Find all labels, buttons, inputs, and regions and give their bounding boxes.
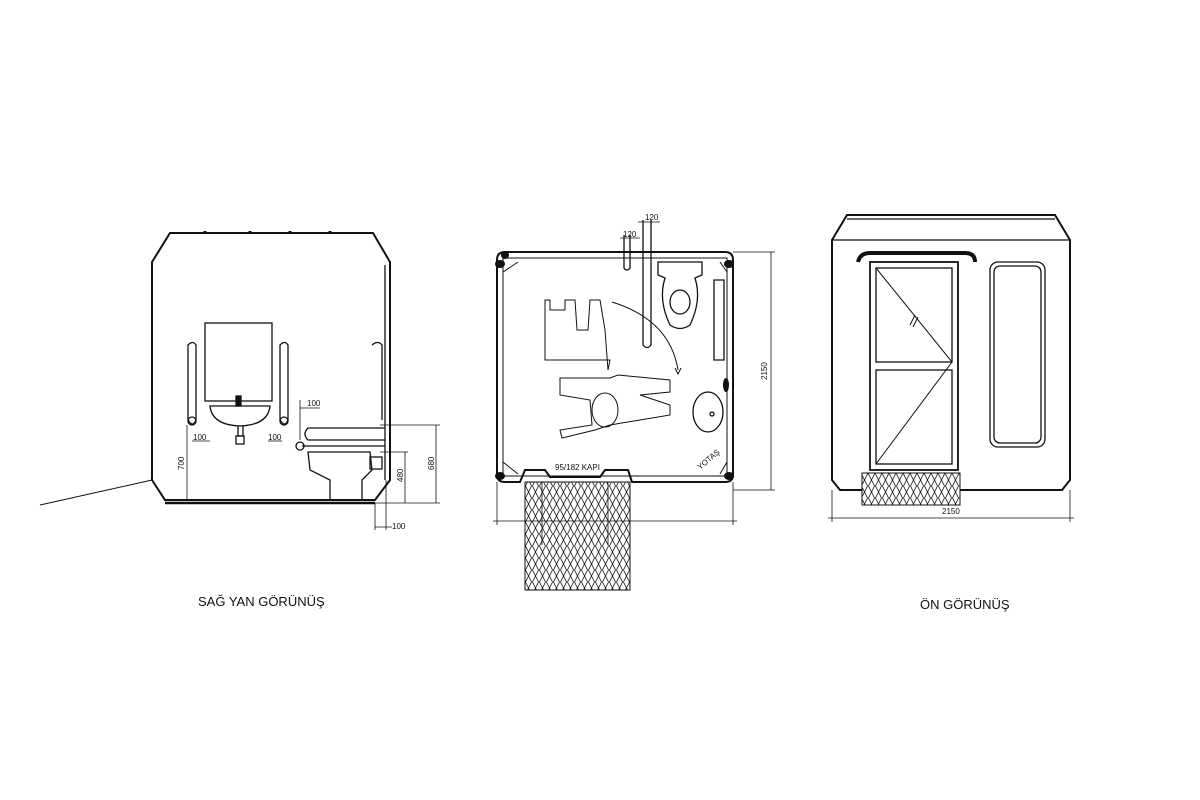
dim-seat-height: 480: [396, 468, 405, 482]
dim-bar-right: 100: [268, 433, 282, 442]
door-canopy: [856, 251, 977, 263]
plan-dimensions: [493, 221, 775, 545]
front-view: [831, 214, 1071, 506]
side-window: [989, 261, 1046, 448]
side-dimensions: [186, 400, 440, 530]
wheelchair-user: [559, 374, 671, 439]
corner-braces: [502, 261, 728, 475]
grab-bar-right: [279, 341, 289, 425]
plan-toilet: [657, 261, 703, 330]
grab-bar-left: [187, 341, 197, 425]
dim-plan-depth: 2150: [760, 362, 769, 380]
plan-view: [495, 220, 734, 591]
plan-sink: [692, 391, 724, 433]
door-label: 95/182 KAPI: [555, 463, 600, 472]
side-view-title: SAĞ YAN GÖRÜNÜŞ: [198, 594, 325, 609]
front-view-title: ÖN GÖRÜNÜŞ: [920, 597, 1010, 612]
dim-bar-b: 120: [645, 213, 659, 222]
front-step-mat: [861, 472, 961, 506]
door-mat: [524, 481, 631, 591]
mirror: [204, 322, 273, 402]
corner-posts: [495, 251, 734, 480]
door-frame: [869, 261, 959, 471]
front-dimensions: [828, 490, 1074, 522]
cabin-outline: [151, 232, 391, 501]
standing-person-outline: [544, 299, 611, 371]
dim-bar-left: 100: [193, 433, 207, 442]
side-view: [39, 231, 440, 530]
dim-front-width: 2150: [942, 507, 960, 516]
grab-bar-a: [623, 235, 631, 271]
dim-toilet-offset: 100: [392, 522, 406, 531]
toilet: [307, 451, 373, 501]
horizontal-grab-bar: [302, 427, 385, 447]
plan-wall-bar: [713, 279, 725, 361]
grab-bar-b: [642, 220, 652, 349]
wall-bar-vertical: [371, 341, 383, 420]
door-swing-arc: [611, 301, 679, 371]
front-outline: [831, 214, 1071, 491]
dim-bar-a: 120: [623, 230, 637, 239]
ramp-line: [39, 479, 153, 506]
sink: [209, 405, 271, 427]
dim-bar-side: 100: [307, 399, 321, 408]
dim-bar-height: 700: [177, 456, 186, 470]
side-dimension-labels: 100 100 100 700 480 680 100: [177, 399, 436, 531]
dim-toilet-bar-height: 680: [427, 456, 436, 470]
roof-vents: [203, 231, 332, 234]
sink-drain: [237, 426, 244, 437]
faucet: [235, 395, 242, 407]
door-swing-lines: [875, 267, 953, 465]
